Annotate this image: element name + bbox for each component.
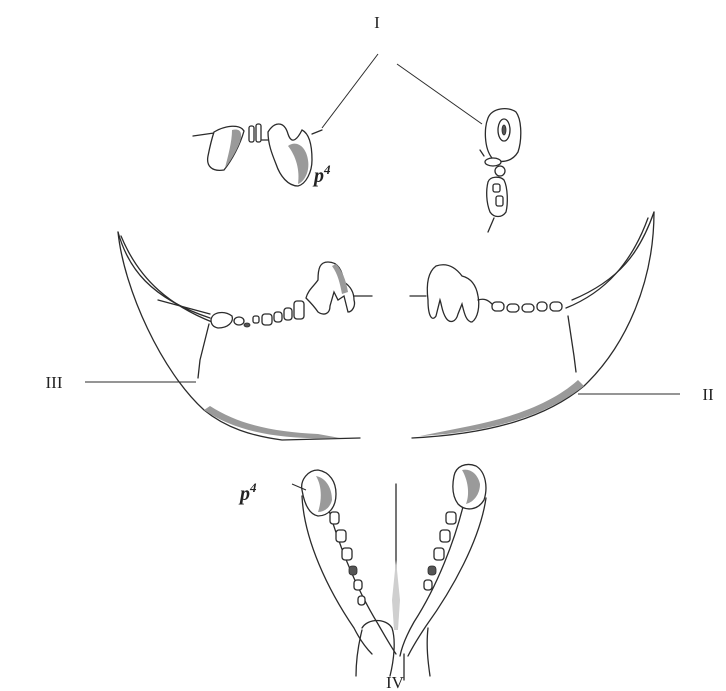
upper-teeth-occlusal — [480, 109, 521, 232]
label-view-i: I — [374, 13, 380, 32]
leader-line-i-right — [397, 64, 482, 124]
label-view-ii: II — [702, 385, 714, 404]
view-iv-group: p4 IV — [238, 464, 486, 691]
label-p4-upper: p4 — [312, 162, 331, 187]
upper-teeth-lateral: p4 — [193, 124, 331, 187]
label-view-iii: III — [46, 373, 63, 392]
leader-line-i-left — [322, 54, 378, 128]
lower-teeth-ii — [410, 265, 562, 322]
label-view-iv: IV — [386, 673, 405, 691]
view-i-group: I p4 — [193, 13, 521, 232]
view-ii-group: II — [410, 212, 714, 438]
jaw-ii-outline — [412, 212, 654, 438]
label-p4-lower: p4 — [238, 480, 257, 505]
view-iii-group: III — [46, 232, 372, 440]
lower-teeth-iii — [211, 262, 372, 328]
